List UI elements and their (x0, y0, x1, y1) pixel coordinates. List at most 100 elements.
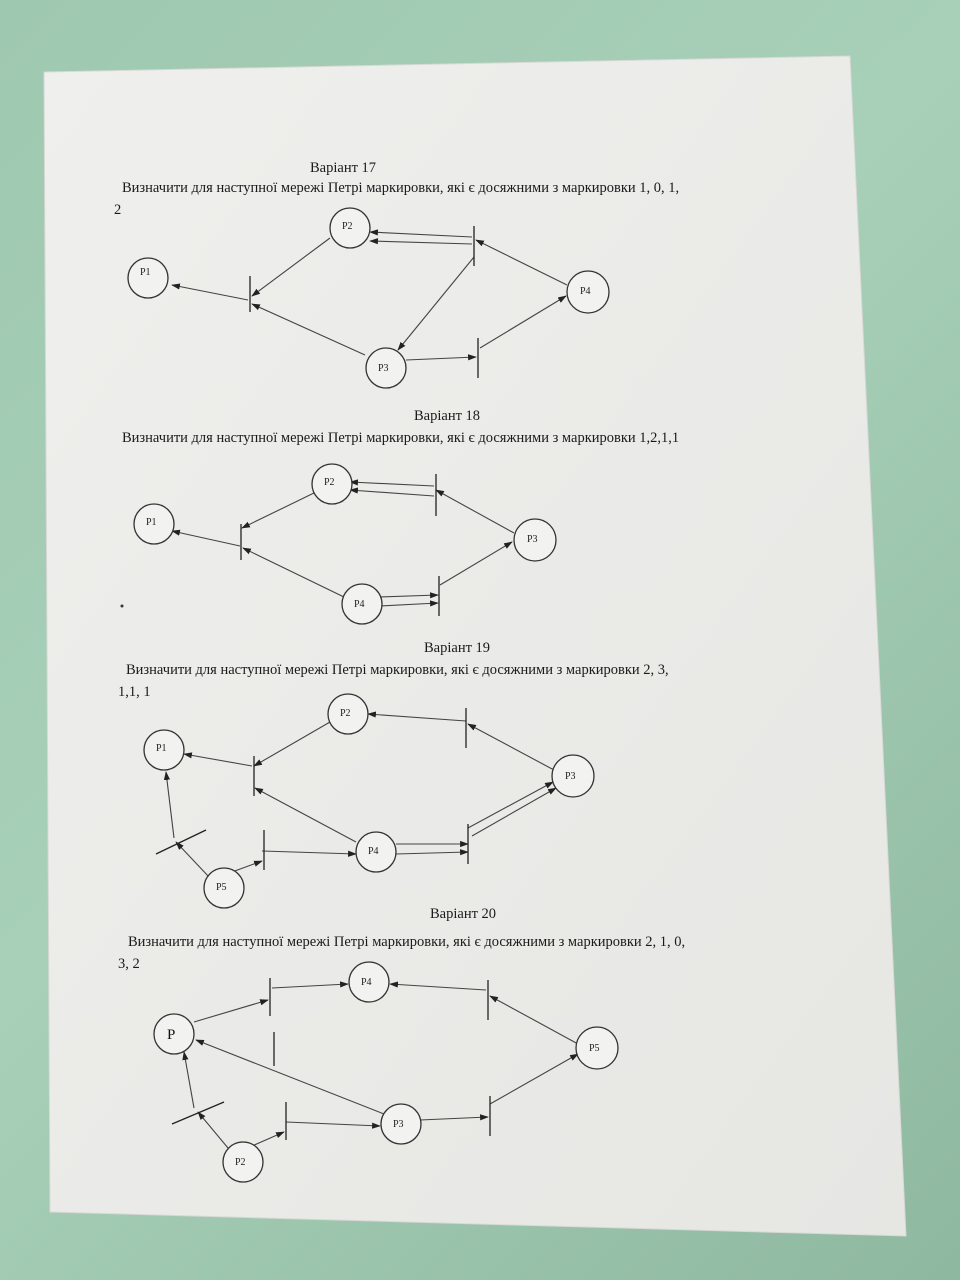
paper-sheet (43, 55, 907, 1237)
place-p3 (551, 754, 595, 798)
place-label: P2 (324, 477, 335, 488)
arc (349, 479, 435, 487)
arc (251, 1131, 285, 1147)
place-label: P1 (156, 743, 167, 754)
arc (389, 981, 487, 991)
arc (369, 229, 473, 238)
variant-18-task-line1: Визначити для наступної мережі Петрі мар… (122, 430, 679, 446)
place-p2 (222, 1141, 264, 1183)
variant-19-task-line2: 1,1, 1 (118, 684, 151, 700)
arc (231, 860, 263, 873)
arc (489, 1053, 579, 1105)
variant-17: Варіант 17 Визначити для наступної мереж… (114, 160, 679, 389)
arc (261, 850, 357, 857)
variant-18-title: Варіант 18 (414, 408, 480, 424)
place-label: P2 (342, 221, 353, 232)
place-p2 (311, 463, 353, 505)
place-p4 (566, 270, 610, 314)
variant-19-title: Варіант 19 (424, 640, 490, 656)
place-p5 (203, 867, 245, 909)
arc (435, 489, 515, 534)
place-label: P1 (146, 517, 157, 528)
place-label: P3 (378, 363, 389, 374)
arc (475, 239, 568, 286)
arc (195, 1039, 385, 1115)
variant-20-task-line1: Визначити для наступної мережі Петрі мар… (128, 934, 685, 950)
variant-19-task-line1: Визначити для наступної мережі Петрі мар… (126, 662, 669, 678)
place-p5 (575, 1026, 619, 1070)
place-label: P4 (368, 846, 379, 857)
arc (379, 600, 439, 607)
place-p3 (380, 1103, 422, 1145)
stray-dot (120, 604, 124, 608)
arc (369, 238, 473, 245)
place-p1 (143, 729, 185, 771)
place-p2 (327, 693, 369, 735)
variant-17-petri-net: P1 P2 P3 P4 (127, 207, 610, 389)
place-p2 (329, 207, 371, 249)
place-label: P4 (361, 977, 372, 988)
variant-19: Варіант 19 Визначити для наступної мереж… (118, 640, 669, 909)
arc (471, 787, 557, 837)
arc (419, 1114, 489, 1121)
arc (367, 711, 467, 722)
arc (285, 1121, 381, 1129)
variant-17-title: Варіант 17 (310, 160, 376, 176)
arc (271, 981, 349, 989)
arc (467, 781, 554, 829)
place-p3 (365, 347, 407, 389)
place-label: P3 (393, 1119, 404, 1130)
variant-18-petri-net: P1 P2 P3 P4 (133, 463, 557, 625)
arc (251, 237, 331, 297)
place-p4 (341, 583, 383, 625)
variant-17-task-line1: Визначити для наступної мережі Петрі мар… (122, 180, 679, 196)
place-p4 (355, 831, 397, 873)
place-label: P4 (354, 599, 365, 610)
arc (182, 1051, 195, 1109)
place-label: P1 (140, 267, 151, 278)
place-p4 (348, 961, 390, 1003)
arc (253, 721, 331, 767)
place-p3 (513, 518, 557, 562)
place-label: P2 (235, 1157, 246, 1168)
variant-18: Варіант 18 Визначити для наступної мереж… (122, 408, 679, 625)
place-label: P (167, 1027, 175, 1043)
arc (242, 547, 347, 599)
arc (439, 541, 513, 586)
arc (489, 995, 579, 1045)
variant-20-task-line2: 3, 2 (118, 956, 140, 972)
place-label: P2 (340, 708, 351, 719)
place-label: P3 (527, 534, 538, 545)
variant-17-task-line2: 2 (114, 202, 121, 218)
arc (183, 752, 253, 767)
arc (395, 849, 469, 856)
place-label: P5 (216, 882, 227, 893)
arc (171, 283, 249, 301)
arc (193, 999, 269, 1023)
arc (254, 787, 357, 843)
place-p (153, 1013, 195, 1055)
place-label: P4 (580, 286, 591, 297)
place-p1 (127, 257, 169, 299)
variant-20-title: Варіант 20 (430, 906, 496, 922)
arc (379, 592, 439, 599)
arc (175, 841, 211, 879)
place-p1 (133, 503, 175, 545)
arc (241, 491, 317, 529)
arc (467, 723, 555, 771)
arc (163, 771, 175, 839)
variant-19-petri-net: P1 P2 P3 P4 P5 (143, 693, 595, 909)
arc (405, 354, 477, 361)
arc (479, 295, 567, 349)
arc (397, 256, 475, 351)
place-label: P3 (565, 771, 576, 782)
place-label: P5 (589, 1043, 600, 1054)
arc (349, 487, 435, 497)
variant-20-petri-net: P P2 P3 P4 P5 (153, 961, 619, 1183)
variant-20: Варіант 20 Визначити для наступної мереж… (118, 906, 685, 1183)
arc (171, 529, 241, 547)
transition (155, 829, 207, 855)
arc (251, 303, 366, 356)
arc (197, 1111, 229, 1149)
